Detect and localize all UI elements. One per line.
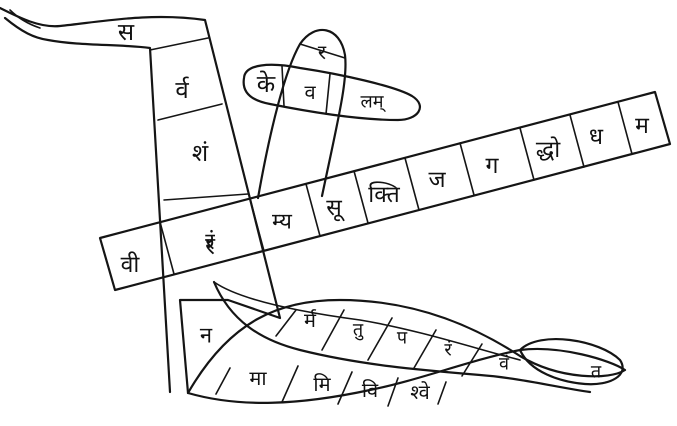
left-banner-syllables: स र्व शं र <box>118 18 216 260</box>
h-syllable-2: रं <box>205 229 215 255</box>
h-syllable-9: ध <box>589 124 604 150</box>
h-syllable-6: ज <box>428 167 446 193</box>
h-syllable-4: सू <box>326 195 346 222</box>
tip-syllable-1: त <box>591 362 602 383</box>
loop-syllables: र के व लम् <box>257 40 387 113</box>
leaf-upper-4: रं <box>444 340 452 361</box>
loop-syllable-2: के <box>257 70 276 98</box>
leaf <box>186 280 627 407</box>
loop-syllable-3: व <box>304 80 316 104</box>
leaf-upper-3: प <box>397 328 408 349</box>
leaf-upper-5: वं <box>499 354 510 375</box>
left-syllable-4: र <box>205 232 216 260</box>
top-loop <box>242 28 421 200</box>
leaf-upper-syllables: र्म तु प रं वं <box>304 308 510 375</box>
horizontal-banner <box>98 90 672 292</box>
left-syllable-1: स <box>118 18 135 46</box>
h-syllable-10: म <box>635 113 650 139</box>
leaf-lower-3: मि <box>313 372 331 396</box>
h-syllable-1: वी <box>121 251 141 278</box>
loop-syllable-4: लम् <box>361 92 387 113</box>
leaf-lower-5: श्वे <box>410 380 431 404</box>
leaf-upper-2: तु <box>353 320 364 341</box>
left-syllable-2: र्व <box>175 76 189 104</box>
leaf-lower-2: मा <box>249 366 267 390</box>
left-banner <box>0 6 282 395</box>
h-syllable-7: ग <box>486 153 500 179</box>
leaf-lower-syllables: न मा मि वि श्वे <box>200 324 431 405</box>
h-syllable-8: द्धो <box>536 136 561 163</box>
h-syllable-5: क्ति <box>368 181 400 208</box>
leaf-lower-4: वि <box>362 378 379 402</box>
loop-syllable-1: र <box>318 40 327 64</box>
tip-syllables: त <box>591 362 602 383</box>
left-syllable-3: शं <box>192 139 209 167</box>
leaf-lower-1: न <box>200 324 213 349</box>
leaf-upper-1: र्म <box>304 308 317 332</box>
h-syllable-3: म्य <box>272 210 293 235</box>
horizontal-banner-syllables: वी रं म्य सू क्ति ज ग द्धो ध म <box>121 113 650 278</box>
